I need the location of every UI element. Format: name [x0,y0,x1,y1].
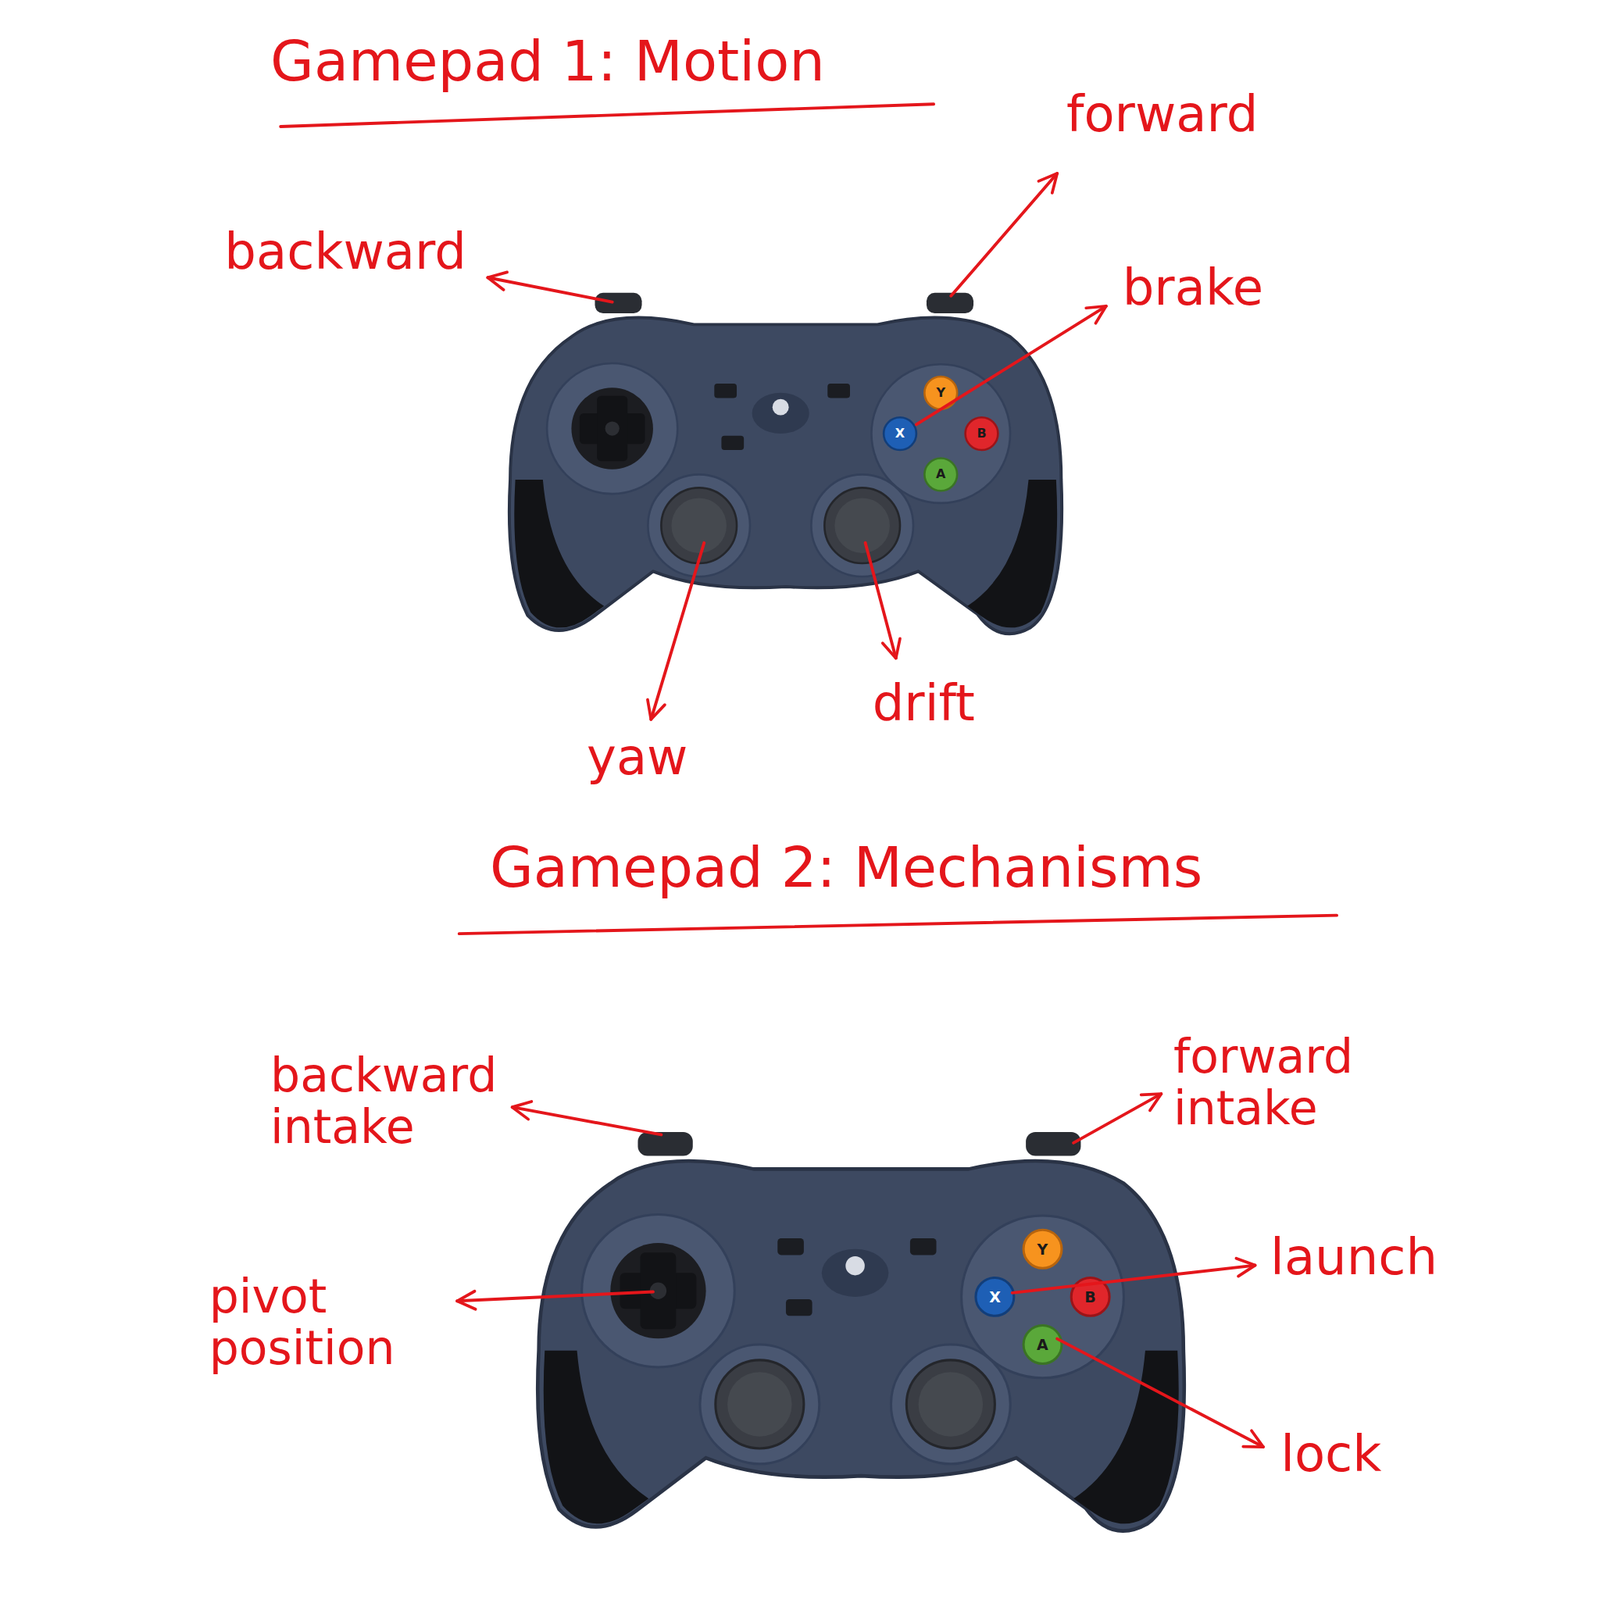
heading: Gamepad 1: Motion [270,30,825,93]
button-letter: B [976,426,986,441]
button-letter: Y [1037,1240,1049,1258]
control-label: launch [1270,1229,1438,1285]
leader-arrow [1073,1093,1161,1143]
leader-arrow [487,277,612,302]
leader-arrow [865,542,897,659]
control-label: pivot position [209,1270,507,1374]
gamepad-mechanisms [537,1132,1185,1532]
control-label: backward intake [270,1049,568,1153]
control-label: drift [872,675,975,731]
leader-arrow [1012,1265,1256,1293]
button-letter: A [935,467,946,483]
leader-arrow [457,1292,654,1302]
button-letter: B [1084,1288,1096,1305]
control-label: forward intake [1173,1030,1471,1134]
button-letter: X [989,1288,1001,1305]
button-letter: A [1036,1335,1049,1353]
gamepad-motion [509,292,1062,634]
button-letter: X [895,426,905,441]
heading: Gamepad 2: Mechanisms [489,836,1203,899]
leader-arrow [650,542,704,720]
leader-arrow [1057,1339,1264,1447]
leader-arrow [950,173,1058,297]
control-label: lock [1280,1426,1382,1482]
control-label: backward [224,224,466,279]
button-letter: Y [935,385,946,400]
heading-underline [459,915,1337,935]
control-label: forward [1066,86,1258,142]
leader-arrow [916,306,1107,425]
heading-underline [280,103,934,127]
leader-arrow [512,1107,662,1135]
control-label: brake [1122,260,1264,315]
control-label: yaw [586,729,688,785]
